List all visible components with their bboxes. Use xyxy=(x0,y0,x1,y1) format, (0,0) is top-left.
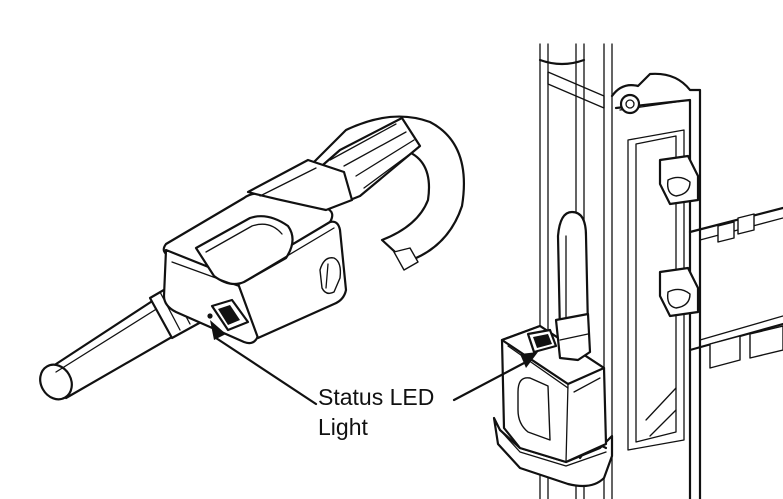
callout-leaders xyxy=(210,320,538,406)
callout-line-2: Light xyxy=(318,414,368,440)
bracket-plate xyxy=(610,72,702,499)
cable-clip-upper xyxy=(658,154,700,206)
usb-port-right xyxy=(526,328,558,354)
sensor-housing xyxy=(162,158,354,345)
arrowhead-right xyxy=(520,352,538,368)
status-led-callout: Status LED Light xyxy=(318,382,434,442)
status-led-left xyxy=(207,313,213,319)
leader-line-right xyxy=(452,360,528,402)
leader-line-left xyxy=(214,336,318,406)
mounted-sensor-assembly xyxy=(492,43,783,499)
cable-clip-lower xyxy=(658,266,700,318)
arrowhead-left xyxy=(210,320,226,340)
antenna-right xyxy=(554,210,592,362)
usb-port-left xyxy=(210,298,250,332)
cable-tray xyxy=(688,206,783,369)
clamp-sensor-assembly xyxy=(39,115,466,401)
callout-line-1: Status LED xyxy=(318,384,435,410)
